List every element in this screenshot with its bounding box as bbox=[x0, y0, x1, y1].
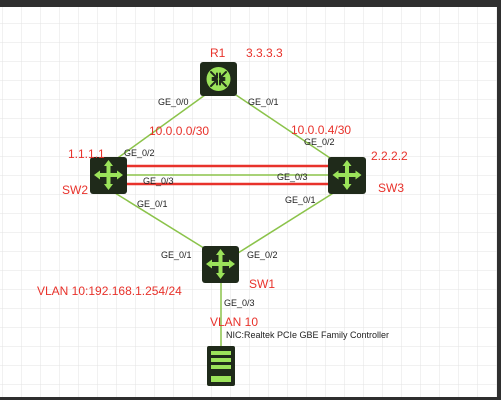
port-sw3-ge3: GE_0/3 bbox=[277, 172, 308, 182]
window-bottom-border bbox=[0, 397, 501, 400]
sw1-name: SW1 bbox=[249, 277, 275, 291]
device-pc[interactable] bbox=[207, 346, 235, 386]
r1-name: R1 bbox=[210, 46, 226, 60]
router-icon bbox=[206, 67, 231, 91]
switch-icon bbox=[206, 249, 235, 279]
switch-icon bbox=[94, 160, 123, 190]
subnet-r1-sw3: 10.0.0.4/30 bbox=[291, 123, 351, 137]
port-r1-ge1: GE_0/1 bbox=[248, 97, 279, 107]
device-sw1[interactable] bbox=[202, 246, 239, 283]
host-icon bbox=[211, 351, 231, 382]
grid-background bbox=[0, 7, 497, 397]
port-sw2-ge1: GE_0/1 bbox=[137, 199, 168, 209]
sw2-name: SW2 bbox=[62, 183, 88, 197]
sw1-vlan-ip: VLAN 10:192.168.1.254/24 bbox=[37, 284, 182, 298]
link-sw3-sw1[interactable] bbox=[237, 191, 336, 254]
link-r1-sw3[interactable] bbox=[235, 94, 334, 161]
window-top-border bbox=[0, 0, 501, 7]
r1-address: 3.3.3.3 bbox=[246, 46, 283, 60]
sw3-address: 2.2.2.2 bbox=[371, 149, 408, 163]
device-sw3[interactable] bbox=[328, 157, 366, 194]
subnet-r1-sw2: 10.0.0.0/30 bbox=[149, 124, 209, 138]
port-sw2-ge3: GE_0/3 bbox=[143, 176, 174, 186]
port-sw1-ge1: GE_0/1 bbox=[161, 250, 192, 260]
links bbox=[114, 94, 336, 346]
window-right-border bbox=[497, 0, 501, 400]
switch-icon bbox=[332, 160, 362, 190]
port-sw3-ge1: GE_0/1 bbox=[285, 195, 316, 205]
port-sw2-ge2: GE_0/2 bbox=[124, 148, 155, 158]
link-r1-sw2[interactable] bbox=[114, 94, 206, 161]
sw2-address: 1.1.1.1 bbox=[68, 147, 105, 161]
device-sw2[interactable] bbox=[90, 157, 127, 194]
port-sw1-ge3: GE_0/3 bbox=[224, 298, 255, 308]
sw3-name: SW3 bbox=[378, 181, 404, 195]
pc-nic-label: NIC:Realtek PCIe GBE Family Controller bbox=[226, 330, 389, 340]
pc-vlan: VLAN 10 bbox=[210, 315, 258, 329]
port-sw1-ge2: GE_0/2 bbox=[247, 250, 278, 260]
link-sw2-sw1[interactable] bbox=[114, 192, 208, 251]
port-sw3-ge2: GE_0/2 bbox=[304, 137, 335, 147]
device-r1[interactable] bbox=[200, 62, 237, 96]
port-r1-ge0: GE_0/0 bbox=[158, 97, 189, 107]
